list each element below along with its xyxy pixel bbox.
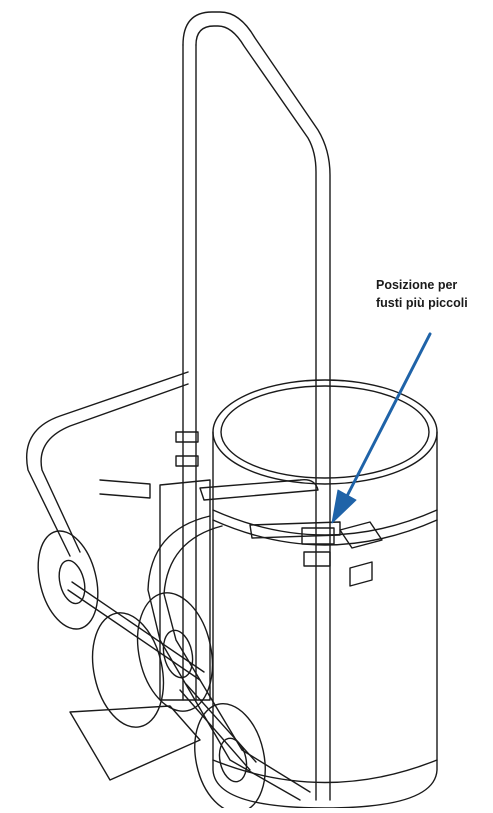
- lower-handle: [69, 705, 201, 781]
- handle-frame: [182, 11, 331, 801]
- callout-line-2: fusti più piccoli: [376, 296, 468, 310]
- callout-line-1: Posizione per: [376, 278, 458, 292]
- clamp-band: [159, 431, 383, 701]
- callout-label: Posizione per fusti più piccoli: [376, 276, 491, 312]
- callout-arrow: [331, 332, 432, 524]
- drum: [212, 379, 438, 809]
- left-frame: [26, 371, 311, 801]
- wheels: [37, 530, 266, 813]
